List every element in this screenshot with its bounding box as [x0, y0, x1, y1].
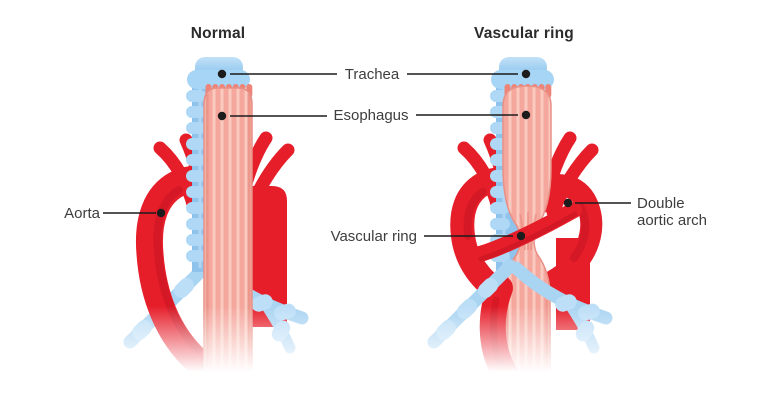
label-trachea: Trachea	[344, 66, 400, 83]
leader-dots	[156, 69, 573, 241]
label-esophagus: Esophagus	[333, 107, 409, 124]
panel-title-normal: Normal	[190, 25, 246, 42]
panel-title-vascular-ring: Vascular ring	[474, 25, 574, 42]
normal-diagram	[123, 57, 309, 404]
label-vascular-ring: Vascular ring	[330, 228, 417, 245]
leader-lines	[103, 73, 631, 237]
label-aorta: Aorta	[64, 205, 100, 222]
label-double-aortic-arch: Double aortic arch	[637, 195, 708, 229]
bottom-fade	[0, 306, 768, 404]
